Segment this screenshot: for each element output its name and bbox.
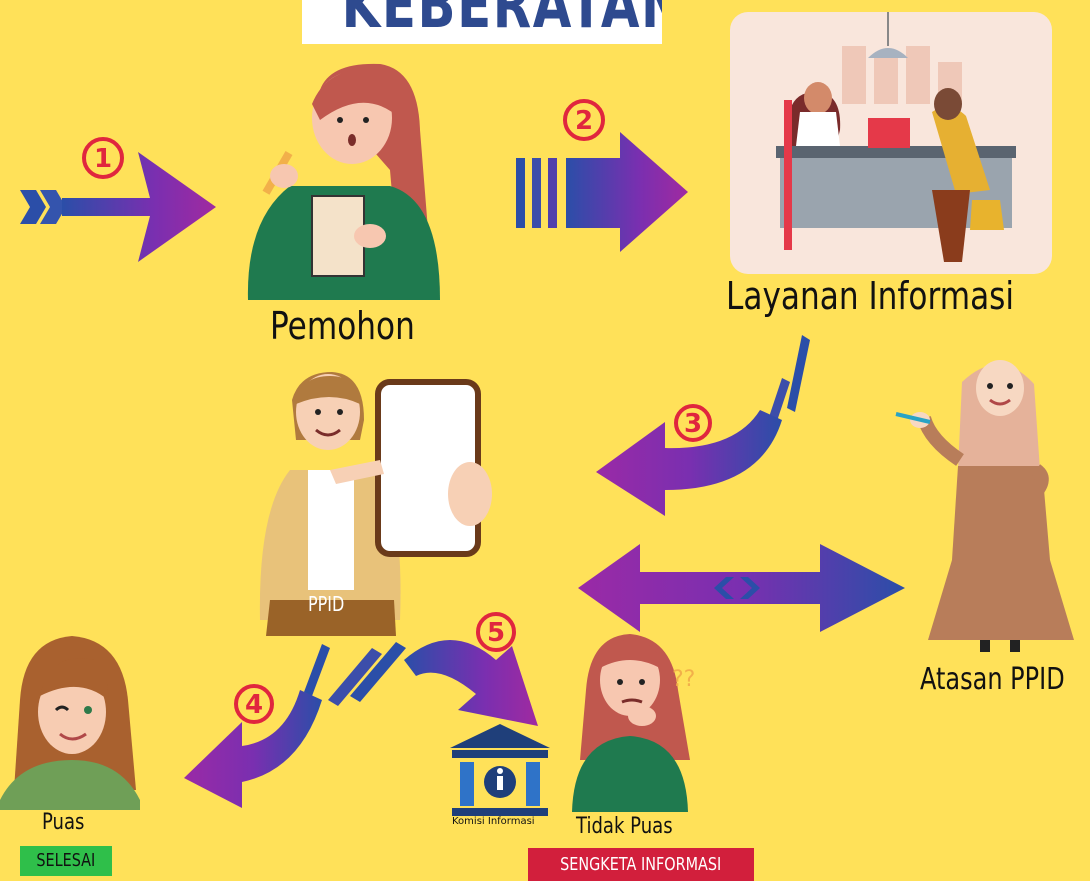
- tidak-puas-label: Tidak Puas: [576, 814, 673, 839]
- atasan-illustration: [895, 360, 1074, 652]
- step-1-marker: 1: [82, 137, 124, 179]
- step-4-marker: 4: [234, 684, 274, 724]
- selesai-badge: SELESAI: [20, 846, 112, 876]
- komisi-label: Komisi Informasi: [452, 816, 535, 827]
- step-5-marker: 5: [476, 612, 516, 652]
- step-1-number: 1: [94, 144, 112, 174]
- step-3-marker: 3: [674, 404, 712, 442]
- ppid-illustration: [259, 372, 492, 636]
- puas-illustration: [0, 636, 140, 810]
- question-marks-icon: ??: [672, 667, 695, 692]
- arrow-step-3: [596, 335, 810, 516]
- atasan-label: Atasan PPID: [920, 662, 1065, 697]
- tidak-puas-illustration: ??: [572, 634, 695, 812]
- sengketa-badge: SENGKETA INFORMASI: [528, 848, 754, 881]
- step-4-number: 4: [245, 690, 263, 720]
- step-2-marker: 2: [563, 99, 605, 141]
- title-banner: KEBERATAN: [302, 0, 662, 44]
- step-5-number: 5: [487, 618, 505, 648]
- layanan-label: Layanan Informasi: [726, 274, 1015, 318]
- arrow-step-5: [328, 640, 538, 726]
- arrow-step-4: [184, 644, 330, 808]
- ppid-label: PPID: [308, 592, 345, 616]
- arrow-ppid-atasan: [578, 544, 905, 632]
- sengketa-text: SENGKETA INFORMASI: [560, 854, 722, 875]
- arrow-step-2: [516, 132, 688, 252]
- pemohon-illustration: [247, 63, 440, 300]
- page-title: KEBERATAN: [341, 0, 662, 43]
- puas-label: Puas: [42, 810, 85, 835]
- step-2-number: 2: [575, 106, 593, 136]
- step-3-number: 3: [684, 409, 702, 439]
- layanan-illustration: [730, 12, 1052, 274]
- selesai-text: SELESAI: [36, 850, 96, 871]
- government-building-icon: [450, 724, 550, 816]
- pemohon-label: Pemohon: [270, 304, 415, 348]
- arrow-step-1: [20, 152, 216, 262]
